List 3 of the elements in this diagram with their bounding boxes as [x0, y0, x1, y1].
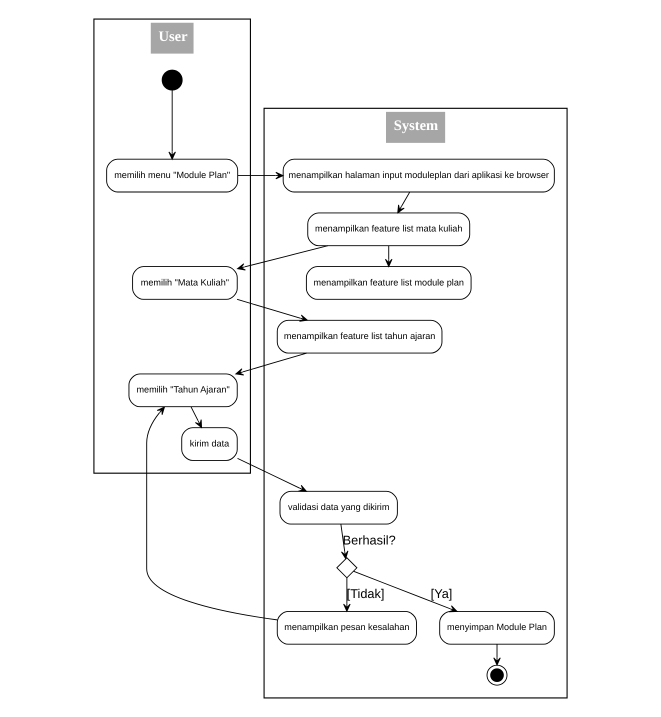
edge-label: [Tidak]: [346, 586, 384, 601]
edge-label: Berhasil?: [342, 532, 396, 548]
edge-label: [Ya]: [430, 586, 452, 601]
